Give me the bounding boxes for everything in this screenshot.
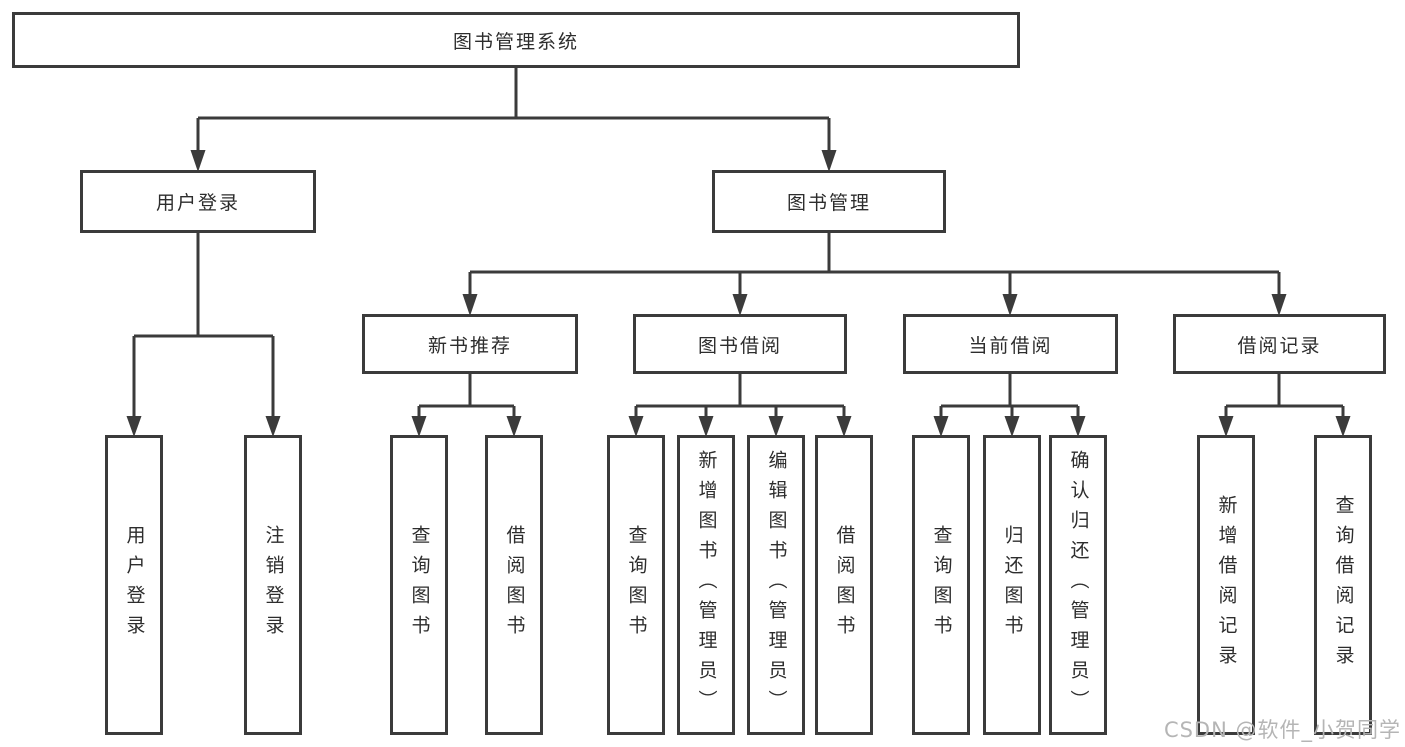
leaf-query-borrow-record: 查询借阅记录 [1314, 435, 1372, 735]
leaf-borrow-books-recommend-label: 借阅图书 [503, 525, 526, 645]
leaf-return-book-label: 归还图书 [1001, 525, 1024, 645]
node-library-system: 图书管理系统 [12, 12, 1020, 68]
connector-new-book-recommend-to-leaves [411, 374, 522, 437]
leaf-query-borrow-record-label: 查询借阅记录 [1332, 495, 1355, 675]
leaf-confirm-return-admin: 确认归还（管理员） [1049, 435, 1107, 735]
node-user-login: 用户登录 [80, 170, 316, 233]
leaf-borrow-books-recommend: 借阅图书 [485, 435, 543, 735]
node-book-management-label: 图书管理 [786, 192, 871, 214]
connector-user-login-to-leaves [126, 233, 281, 437]
leaf-add-borrow-record: 新增借阅记录 [1197, 435, 1255, 735]
node-current-borrow: 当前借阅 [903, 314, 1118, 374]
leaf-add-book-admin: 新增图书（管理员） [677, 435, 735, 735]
node-current-borrow-label: 当前借阅 [968, 334, 1053, 357]
connector-book-management-to-level3 [462, 233, 1287, 316]
leaf-logout-label: 注销登录 [262, 525, 285, 645]
node-library-system-label: 图书管理系统 [452, 30, 579, 53]
leaf-add-book-admin-label: 新增图书（管理员） [695, 450, 718, 720]
leaf-query-books-recommend-label: 查询图书 [408, 525, 431, 645]
node-new-book-recommend: 新书推荐 [362, 314, 578, 374]
leaf-query-books-borrow-label: 查询图书 [625, 525, 648, 645]
leaf-add-borrow-record-label: 新增借阅记录 [1215, 495, 1238, 675]
leaf-logout: 注销登录 [244, 435, 302, 735]
node-book-management: 图书管理 [712, 170, 946, 233]
leaf-borrow-books-borrow-label: 借阅图书 [833, 525, 856, 645]
connector-root-to-level2 [190, 68, 837, 172]
csdn-watermark: CSDN @软件_小贺同学 [1163, 718, 1401, 742]
leaf-borrow-books-borrow: 借阅图书 [815, 435, 873, 735]
leaf-confirm-return-admin-label: 确认归还（管理员） [1067, 450, 1090, 720]
connector-current-borrow-to-leaves [933, 374, 1086, 437]
connector-borrow-records-to-leaves [1218, 374, 1351, 437]
leaf-return-book: 归还图书 [983, 435, 1041, 735]
leaf-user-login-label: 用户登录 [123, 525, 146, 645]
node-borrow-records: 借阅记录 [1173, 314, 1386, 374]
node-borrow-records-label: 借阅记录 [1237, 334, 1322, 357]
node-new-book-recommend-label: 新书推荐 [427, 334, 512, 357]
connector-book-borrow-to-leaves [628, 374, 852, 437]
leaf-edit-book-admin: 编辑图书（管理员） [747, 435, 805, 735]
node-book-borrow: 图书借阅 [633, 314, 847, 374]
node-user-login-label: 用户登录 [155, 192, 240, 214]
leaf-query-books-recommend: 查询图书 [390, 435, 448, 735]
leaf-user-login: 用户登录 [105, 435, 163, 735]
leaf-query-books-borrow: 查询图书 [607, 435, 665, 735]
node-book-borrow-label: 图书借阅 [697, 334, 782, 357]
leaf-query-books-current: 查询图书 [912, 435, 970, 735]
leaf-edit-book-admin-label: 编辑图书（管理员） [765, 450, 788, 720]
leaf-query-books-current-label: 查询图书 [930, 525, 953, 645]
